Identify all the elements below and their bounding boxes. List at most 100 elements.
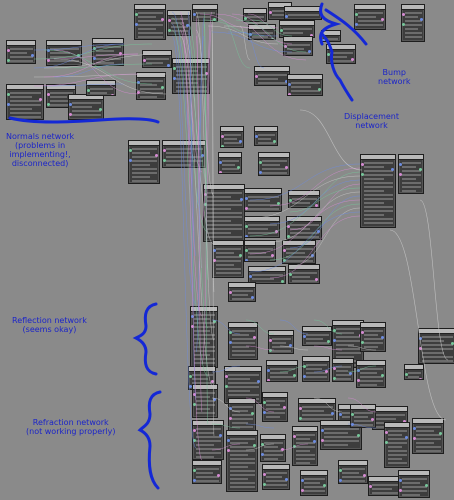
port-socket-icon[interactable]: [287, 235, 290, 238]
port-socket-icon[interactable]: [402, 13, 405, 16]
port-socket-icon[interactable]: [227, 439, 230, 442]
port-socket-icon[interactable]: [285, 166, 288, 169]
port-socket-icon[interactable]: [420, 18, 423, 21]
port-socket-icon[interactable]: [137, 81, 140, 84]
port-socket-icon[interactable]: [229, 341, 232, 344]
node-header[interactable]: [280, 21, 314, 26]
node-header[interactable]: [189, 367, 215, 372]
port-socket-icon[interactable]: [303, 365, 306, 368]
shader-node[interactable]: [134, 4, 166, 40]
port-socket-icon[interactable]: [245, 235, 248, 237]
port-socket-icon[interactable]: [259, 161, 262, 164]
port-socket-icon[interactable]: [193, 393, 196, 396]
port-socket-icon[interactable]: [163, 149, 166, 152]
shader-node[interactable]: [228, 282, 256, 302]
port-socket-icon[interactable]: [225, 375, 228, 378]
shader-node[interactable]: [244, 188, 282, 212]
shader-node[interactable]: [192, 420, 224, 460]
port-socket-icon[interactable]: [318, 88, 321, 91]
node-header[interactable]: [193, 5, 217, 10]
port-socket-icon[interactable]: [349, 372, 352, 375]
port-socket-icon[interactable]: [189, 375, 192, 378]
port-socket-icon[interactable]: [245, 249, 248, 252]
port-socket-icon[interactable]: [419, 168, 422, 171]
port-socket-icon[interactable]: [293, 374, 296, 377]
node-header[interactable]: [255, 67, 289, 72]
port-socket-icon[interactable]: [253, 336, 256, 339]
port-socket-icon[interactable]: [193, 479, 196, 482]
node-header[interactable]: [373, 407, 407, 412]
node-header[interactable]: [69, 95, 103, 100]
port-socket-icon[interactable]: [255, 75, 258, 78]
port-socket-icon[interactable]: [333, 367, 336, 370]
node-header[interactable]: [303, 327, 331, 332]
port-socket-icon[interactable]: [339, 479, 342, 482]
port-socket-icon[interactable]: [288, 83, 291, 86]
port-socket-icon[interactable]: [193, 429, 196, 432]
port-socket-icon[interactable]: [371, 418, 374, 421]
port-socket-icon[interactable]: [229, 291, 232, 294]
shader-node[interactable]: [262, 392, 288, 422]
port-socket-icon[interactable]: [293, 435, 296, 438]
port-socket-icon[interactable]: [99, 108, 102, 111]
port-socket-icon[interactable]: [289, 344, 292, 347]
port-socket-icon[interactable]: [313, 440, 316, 443]
shader-node[interactable]: [300, 470, 328, 496]
shader-node[interactable]: [258, 152, 290, 176]
port-socket-icon[interactable]: [168, 19, 171, 22]
port-socket-icon[interactable]: [439, 432, 442, 435]
port-socket-icon[interactable]: [129, 149, 132, 152]
port-socket-icon[interactable]: [399, 163, 402, 166]
port-socket-icon[interactable]: [293, 445, 296, 448]
node-header[interactable]: [267, 361, 297, 366]
port-socket-icon[interactable]: [325, 370, 328, 373]
shader-node[interactable]: [298, 398, 336, 422]
port-socket-icon[interactable]: [168, 29, 171, 32]
port-socket-icon[interactable]: [284, 55, 287, 56]
port-socket-icon[interactable]: [315, 278, 318, 281]
port-socket-icon[interactable]: [111, 94, 114, 95]
port-socket-icon[interactable]: [283, 249, 286, 252]
port-socket-icon[interactable]: [310, 34, 313, 37]
port-socket-icon[interactable]: [135, 13, 138, 16]
port-socket-icon[interactable]: [363, 474, 366, 477]
node-header[interactable]: [357, 361, 385, 366]
node-header[interactable]: [213, 241, 243, 246]
shader-node[interactable]: [354, 4, 386, 30]
port-socket-icon[interactable]: [244, 17, 247, 20]
port-socket-icon[interactable]: [357, 379, 360, 382]
port-socket-icon[interactable]: [267, 379, 270, 381]
port-socket-icon[interactable]: [311, 254, 314, 257]
port-socket-icon[interactable]: [191, 325, 194, 328]
node-header[interactable]: [245, 241, 275, 246]
port-socket-icon[interactable]: [399, 489, 402, 492]
port-socket-icon[interactable]: [229, 417, 232, 420]
node-header[interactable]: [193, 461, 221, 466]
shader-node[interactable]: [398, 154, 424, 194]
port-socket-icon[interactable]: [201, 154, 204, 157]
node-header[interactable]: [299, 399, 335, 404]
port-socket-icon[interactable]: [399, 173, 402, 176]
shader-node[interactable]: [68, 94, 104, 120]
shader-node[interactable]: [190, 306, 218, 368]
port-socket-icon[interactable]: [7, 49, 10, 52]
port-socket-icon[interactable]: [285, 15, 288, 18]
port-socket-icon[interactable]: [221, 145, 224, 147]
port-socket-icon[interactable]: [269, 349, 272, 352]
port-socket-icon[interactable]: [333, 377, 336, 380]
port-socket-icon[interactable]: [161, 18, 164, 21]
port-socket-icon[interactable]: [129, 159, 132, 162]
node-header[interactable]: [419, 329, 454, 334]
port-socket-icon[interactable]: [331, 412, 334, 415]
node-header[interactable]: [293, 427, 317, 432]
port-socket-icon[interactable]: [385, 431, 388, 434]
port-socket-icon[interactable]: [31, 54, 34, 57]
port-socket-icon[interactable]: [255, 145, 258, 146]
port-socket-icon[interactable]: [261, 443, 264, 446]
shader-node[interactable]: [288, 190, 320, 208]
port-socket-icon[interactable]: [381, 18, 384, 21]
port-socket-icon[interactable]: [193, 403, 196, 406]
shader-node[interactable]: [262, 464, 290, 490]
port-socket-icon[interactable]: [191, 315, 194, 318]
port-socket-icon[interactable]: [7, 93, 10, 96]
